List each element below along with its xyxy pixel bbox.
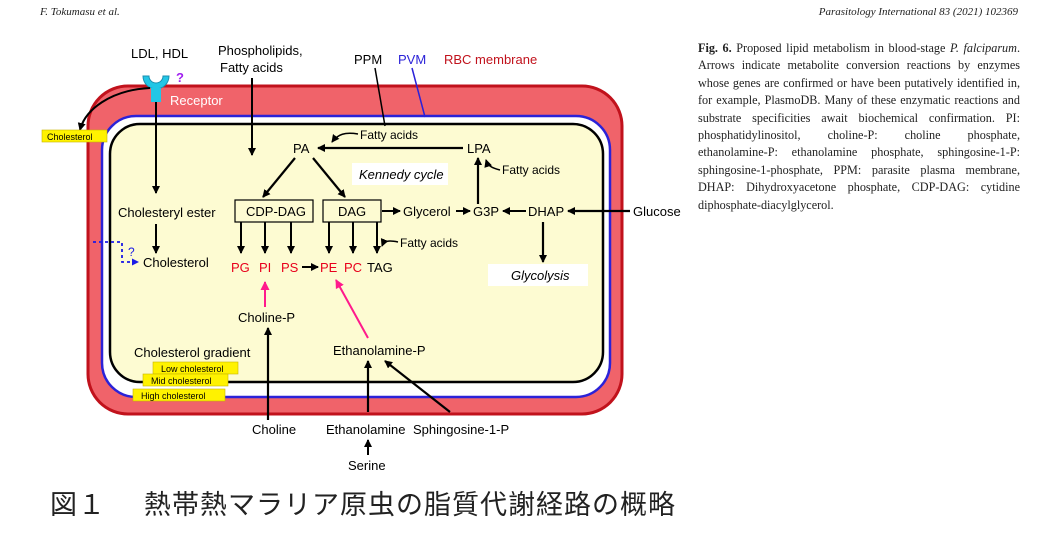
diagram-rect (352, 163, 448, 185)
kennedy-cycle-label: Kennedy cycle (359, 167, 444, 182)
mid-cholesterol-label: Mid cholesterol (151, 376, 212, 386)
diagram-path (380, 238, 399, 247)
g3p-node: G3P (473, 204, 499, 219)
dhap-node: DHAP (528, 204, 564, 219)
cholesterol-gradient-label: Cholesterol gradient (134, 345, 251, 360)
cholesteryl-ester-node: Cholesteryl ester (118, 205, 216, 220)
question-mark-cholesterol: ? (128, 245, 135, 259)
diagram-rect (151, 88, 161, 102)
fatty-acids-tag-label: Fatty acids (400, 236, 458, 250)
figure-caption: Fig. 6. Proposed lipid metabolism in blo… (698, 40, 1020, 214)
cholesterol-tag-label: Cholesterol (47, 132, 93, 142)
fatty-acids-lpa-arrow (484, 159, 501, 171)
japanese-figure-title: 図１ 熱帯熱マラリア原虫の脂質代謝経路の概略 (50, 483, 676, 522)
pvm-pointer (411, 67, 426, 118)
cdp-dag-node: CDP-DAG (246, 204, 306, 219)
diagram-rect (488, 264, 588, 286)
caption-fig-label: Fig. 6. (698, 41, 732, 55)
glycolysis-node: Glycolysis (511, 268, 570, 283)
header-authors: F. Tokumasu et al. (40, 6, 120, 18)
receptor-label: Receptor (170, 93, 223, 108)
pe-node: PE (320, 260, 338, 275)
lipid-metabolism-diagram: LDL, HDL ? Receptor Cholesterol Phosphol… (41, 43, 681, 473)
receptor-icon (142, 75, 170, 90)
low-cholesterol-label: Low cholesterol (161, 364, 224, 374)
cholesterol-export-arrow (77, 87, 151, 131)
phospholipids-label: Phospholipids, (218, 43, 303, 58)
caption-text-2: . Arrows indicate metabolite conversion … (698, 41, 1020, 212)
question-mark-receptor: ? (176, 70, 184, 85)
caption-species: P. falciparum (949, 41, 1017, 55)
pa-to-dag-arrow (312, 157, 346, 198)
diagram-rect (41, 129, 108, 143)
header-journal: Parasitology International 83 (2021) 102… (818, 6, 1018, 18)
rbc-membrane-label: RBC membrane (444, 52, 537, 67)
pa-node: PA (293, 141, 310, 156)
fatty-acids-pa-label: Fatty acids (360, 128, 418, 142)
diagram-rect (142, 373, 229, 387)
ldl-hdl-label: LDL, HDL (131, 46, 188, 61)
high-cholesterol-label: High cholesterol (141, 391, 206, 401)
tag-node: TAG (367, 260, 393, 275)
sphingosine-node: Sphingosine-1-P (413, 422, 509, 437)
fatty-acids-pa-arrow (331, 132, 359, 143)
pc-node: PC (344, 260, 362, 275)
ppm-pointer (374, 67, 386, 127)
choline-node: Choline (252, 422, 296, 437)
serine-node: Serine (348, 458, 386, 473)
choline-p-node: Choline-P (238, 310, 295, 325)
dotted-import-arrow (93, 241, 139, 266)
dag-node: DAG (338, 204, 366, 219)
ethanolamine-p-node: Ethanolamine-P (333, 343, 426, 358)
fatty-acids-lpa-label: Fatty acids (502, 163, 560, 177)
cholesterol-node: Cholesterol (143, 255, 209, 270)
ethanolaminep-to-pe-arrow (335, 279, 369, 339)
sphingosine-to-ep-arrow (384, 360, 451, 413)
glycerol-node: Glycerol (403, 204, 451, 219)
cdp-dag-box (234, 199, 314, 223)
ethanolamine-node: Ethanolamine (326, 422, 406, 437)
pa-to-cdpdag-arrow (262, 157, 296, 198)
diagram-rect (132, 388, 226, 402)
fatty-acids-top-label: Fatty acids (220, 60, 283, 75)
japanese-figure-text: 熱帯熱マラリア原虫の脂質代謝経路の概略 (144, 490, 676, 521)
caption-text-1: Proposed lipid metabolism in blood-stage (731, 41, 950, 55)
glucose-node: Glucose (633, 204, 681, 219)
pi-node: PI (259, 260, 271, 275)
pvm-label: PVM (398, 52, 426, 67)
ppm-label: PPM (354, 52, 382, 67)
pg-node: PG (231, 260, 250, 275)
japanese-figure-number: 図１ (50, 490, 106, 521)
ps-node: PS (281, 260, 299, 275)
lpa-node: LPA (467, 141, 491, 156)
